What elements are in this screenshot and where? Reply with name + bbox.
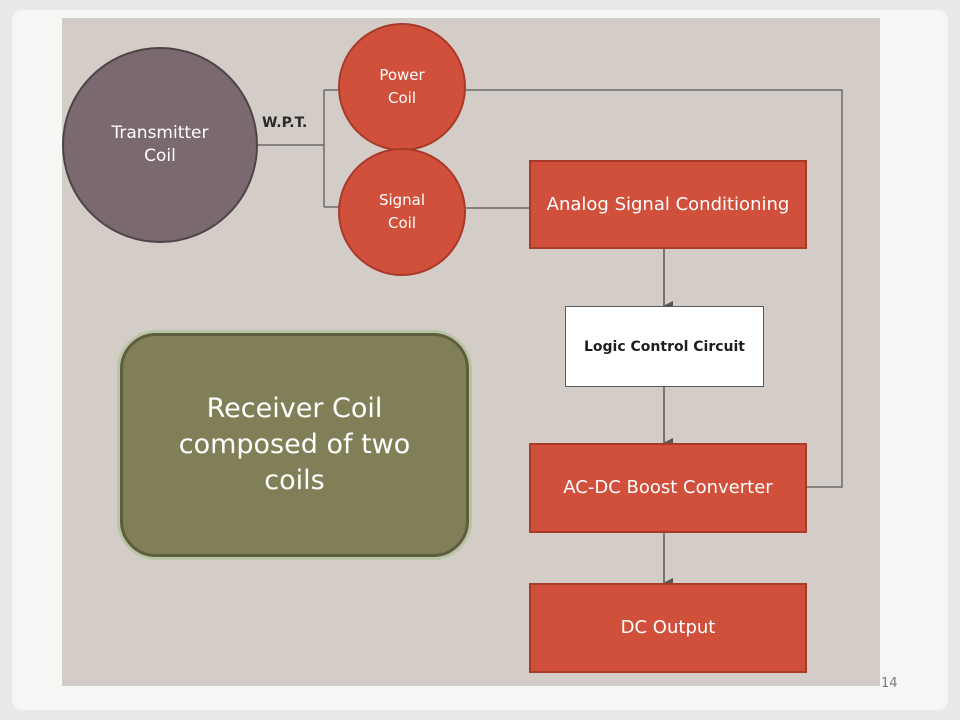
dc-output-label: DC Output bbox=[620, 617, 716, 638]
wpt-label: W.P.T. bbox=[262, 115, 308, 131]
power-coil-feed-line bbox=[466, 89, 843, 488]
acdc-boost-converter-block: AC-DC Boost Converter bbox=[529, 443, 807, 533]
analog-signal-conditioning-label: Analog Signal Conditioning bbox=[546, 193, 790, 215]
signal-coil-node: Signal Coil bbox=[338, 148, 466, 276]
logic-control-circuit-label: Logic Control Circuit bbox=[583, 338, 745, 355]
acdc-boost-converter-label: AC-DC Boost Converter bbox=[563, 477, 773, 498]
transmitter-coil-label: Transmitter Coil bbox=[111, 123, 209, 166]
logic-control-circuit-block: Logic Control Circuit bbox=[565, 306, 764, 387]
transmitter-coil-node: Transmitter Coil bbox=[62, 47, 258, 243]
power-coil-label: Power Coil bbox=[379, 66, 425, 107]
slide-page-number: 14 bbox=[881, 676, 898, 691]
power-coil-node: Power Coil bbox=[338, 23, 466, 151]
analog-signal-conditioning-block: Analog Signal Conditioning bbox=[529, 160, 807, 249]
receiver-coil-callout-text: Receiver Coil composed of two coils bbox=[178, 393, 411, 496]
receiver-coil-callout: Receiver Coil composed of two coils bbox=[120, 333, 469, 557]
signal-coil-label: Signal Coil bbox=[378, 191, 426, 232]
dc-output-block: DC Output bbox=[529, 583, 807, 673]
